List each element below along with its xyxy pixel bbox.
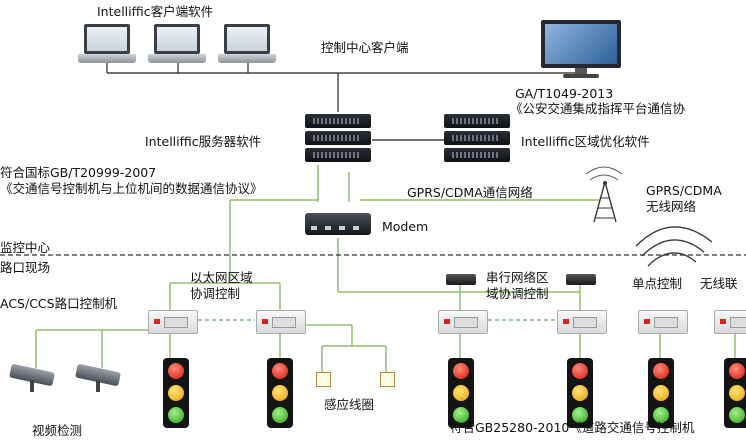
- modem-device: [305, 213, 371, 235]
- intersection-controller-5: [638, 310, 688, 334]
- regional-opt-label: Intelliffic区域优化软件: [521, 134, 650, 149]
- gb-standard-desc: 《交通信号控制机与上位机间的数据通信协议》: [0, 181, 263, 196]
- gprs-wireless-label-1: GPRS/CDMA: [646, 183, 722, 198]
- serial-label-1: 串行网络区: [486, 270, 549, 285]
- wireless-link-label: 无线联: [700, 276, 738, 291]
- video-camera-icon: [75, 363, 124, 392]
- induction-loop-icon: [380, 372, 395, 387]
- ga-standard-desc: 《公安交通集成指挥平台通信协: [510, 101, 686, 116]
- traffic-light-icon: [724, 358, 746, 428]
- client-software-label: Intelliffic客户端软件: [97, 4, 214, 19]
- intersection-controller-3: [438, 310, 488, 334]
- serial-switch-1: [446, 274, 476, 285]
- video-detect-label: 视频检测: [32, 423, 83, 438]
- acs-controller-label: ACS/CCS路口控制机: [0, 296, 118, 311]
- intelliffic-server: [305, 114, 371, 164]
- intersection-site-label: 路口现场: [0, 260, 51, 275]
- serial-switch-2: [566, 274, 596, 285]
- gb25280-label: 符合GB25280-2010《道路交通信号控制机: [450, 420, 695, 435]
- serial-label-2: 域协调控制: [486, 286, 549, 301]
- client-laptop-1: [78, 24, 136, 70]
- gb-standard-label: 符合国标GB/T20999-2007: [0, 165, 157, 180]
- intersection-controller-2: [256, 310, 306, 334]
- single-point-label: 单点控制: [632, 276, 683, 291]
- intersection-controller-4: [557, 310, 607, 334]
- monitor-center-label: 监控中心: [0, 240, 51, 255]
- control-center-client-label: 控制中心客户端: [321, 40, 409, 55]
- gprs-wireless-label-2: 无线网络: [646, 199, 697, 214]
- gprs-network-label: GPRS/CDMA通信网络: [407, 185, 533, 200]
- traffic-light-icon: [648, 358, 674, 428]
- client-laptop-2: [148, 24, 206, 70]
- control-center-monitor: [541, 20, 621, 80]
- regional-optimization-server: [444, 114, 510, 164]
- loop-coil-label: 感应线圈: [324, 397, 375, 412]
- client-laptop-3: [218, 24, 276, 70]
- intersection-controller-1: [148, 310, 198, 334]
- radio-tower-icon: [593, 181, 617, 223]
- ethernet-label-2: 协调控制: [190, 286, 241, 301]
- ethernet-label-1: 以太网区域: [190, 270, 253, 285]
- traffic-light-icon: [448, 358, 474, 428]
- server-software-label: Intelliffic服务器软件: [145, 134, 262, 149]
- intersection-controller-6: [714, 310, 746, 334]
- ga-standard-label: GA/T1049-2013: [515, 86, 614, 101]
- traffic-light-icon: [163, 358, 189, 428]
- modem-label: Modem: [382, 219, 429, 234]
- video-camera-icon: [9, 363, 58, 392]
- traffic-light-icon: [267, 358, 293, 428]
- traffic-light-icon: [567, 358, 593, 428]
- induction-loop-icon: [316, 372, 331, 387]
